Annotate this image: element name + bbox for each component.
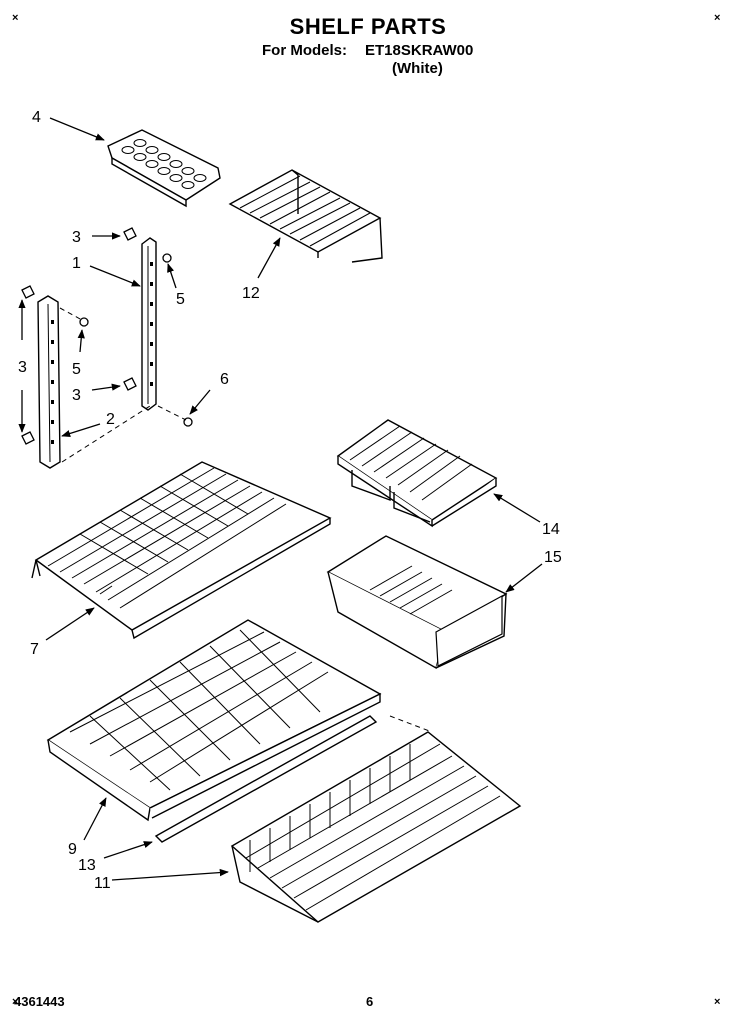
- leader-lines: [18, 117, 543, 881]
- shelf-trim-strip: [154, 715, 378, 843]
- callout-13: 13: [78, 857, 96, 874]
- slide-out-shelf-frame: [46, 619, 382, 822]
- callout-3-left: 3: [18, 359, 27, 376]
- callout-14: 14: [542, 521, 560, 538]
- callout-3-top: 3: [72, 229, 81, 246]
- callout-5-left: 5: [72, 361, 81, 378]
- callout-11: 11: [94, 875, 111, 892]
- deli-drawer: [326, 535, 508, 670]
- mounting-screws: [79, 253, 193, 427]
- callout-1: 1: [72, 255, 81, 272]
- model-color: (White): [392, 60, 443, 77]
- callout-5-right: 5: [176, 291, 185, 308]
- shelf-support-rail-right: [141, 237, 157, 411]
- page-number: 6: [366, 994, 374, 1009]
- part-code: 4361443: [14, 994, 65, 1009]
- callout-15: 15: [544, 549, 562, 566]
- callout-3-lower: 3: [72, 387, 81, 404]
- model-number: ET18SKRAW00: [365, 42, 474, 59]
- small-wire-shelf: [228, 169, 383, 263]
- callout-4: 4: [32, 109, 41, 126]
- rail-end-caps: [21, 227, 137, 445]
- models-label: For Models:: [262, 42, 347, 59]
- registration-mark-bottom-left: ×: [12, 996, 19, 1008]
- callout-9: 9: [68, 841, 77, 858]
- registration-mark-bottom-right: ×: [714, 996, 721, 1008]
- deli-drawer-shelf: [336, 419, 498, 528]
- models-line: For Models: ET18SKRAW00: [262, 42, 473, 59]
- callout-12: 12: [242, 285, 260, 302]
- callout-numbers: 4 3 1 5 12 3 5 3 6 2 14 15 7 9 13 11: [18, 109, 562, 892]
- alignment-lines: [59, 307, 433, 733]
- main-wire-shelf: [31, 461, 332, 640]
- page-title: SHELF PARTS: [289, 14, 447, 39]
- callout-6: 6: [220, 371, 229, 388]
- registration-mark-top-right: ×: [714, 12, 721, 24]
- registration-mark-top-left: ×: [12, 12, 19, 24]
- wire-basket: [230, 731, 522, 923]
- callout-7: 7: [30, 641, 39, 658]
- callout-2: 2: [106, 411, 115, 428]
- ice-cube-tray: [107, 129, 221, 208]
- shelf-support-rail-left: [37, 295, 61, 469]
